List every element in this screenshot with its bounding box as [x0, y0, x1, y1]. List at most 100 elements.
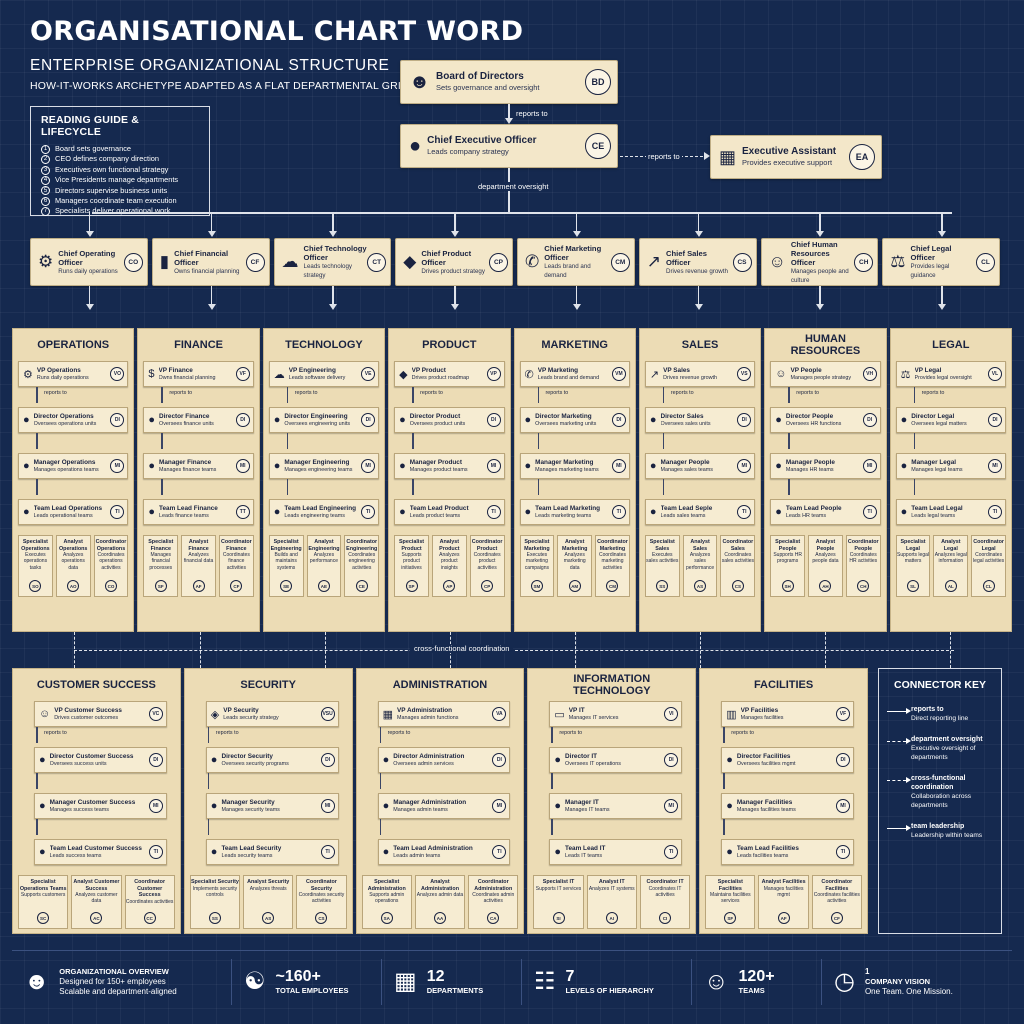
board-card[interactable]: ☻ Board of Directors Sets governance and… [400, 60, 618, 104]
ceo-card[interactable]: ● Chief Executive Officer Leads company … [400, 124, 618, 168]
assistant-card[interactable]: ▦ Executive Assistant Provides executive… [710, 135, 882, 179]
